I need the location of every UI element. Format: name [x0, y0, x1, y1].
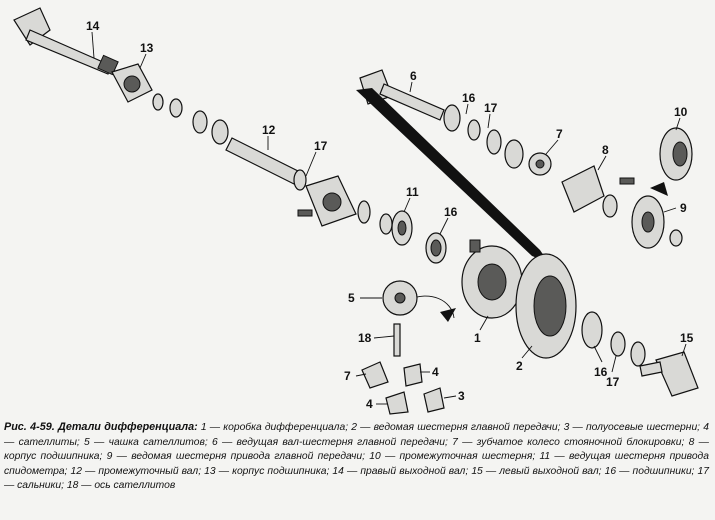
- callout-6: 6: [410, 69, 417, 83]
- callout-17: 17: [606, 375, 620, 389]
- intermediate-shaft-drawing: [225, 137, 307, 191]
- callout-5: 5: [348, 291, 355, 305]
- ring-gear-drawing: [515, 253, 577, 359]
- callout-16: 16: [444, 205, 458, 219]
- drive-pinion-shaft-drawing: [359, 69, 524, 169]
- caption-item-14: 14 — правый выходной вал;: [332, 465, 469, 477]
- left-rings-drawing: [152, 93, 229, 145]
- driven-gear-drawing: [631, 195, 683, 249]
- caption-item-15: 15 — левый выходной вал;: [471, 465, 602, 477]
- speedometer-gear-drawing: [391, 210, 447, 264]
- caption-item-4: 4 — сателлиты;: [4, 422, 709, 448]
- caption-title: Рис. 4-59. Детали дифференциала:: [4, 421, 198, 433]
- parking-gear-drawing: [528, 152, 552, 176]
- callout-15: 15: [680, 331, 694, 345]
- caption-item-16: 16 — подшипники;: [604, 465, 695, 477]
- figure-caption: Рис. 4-59. Детали дифференциала: 1 — кор…: [4, 420, 709, 516]
- center-housing-drawing: [297, 175, 393, 235]
- caption-item-12: 12 — промежуточный вал;: [70, 465, 202, 477]
- callout-13: 13: [140, 41, 154, 55]
- callout-14: 14: [86, 19, 100, 33]
- leader-lines: [91, 31, 687, 405]
- differential-parts-illustration: 14 13 12 17 11 16 6 16 17 7 8 10 9 5 18 …: [13, 7, 699, 415]
- caption-item-8: 8 — корпус подшипника;: [4, 436, 709, 463]
- spider-gears-drawing: [361, 280, 456, 415]
- callout-3: 3: [458, 389, 465, 403]
- caption-item-2: 2 — ведомая шестерня главной передачи;: [351, 422, 561, 433]
- caption-item-17: 17 — сальники;: [4, 465, 709, 492]
- callout-4: 4: [432, 365, 439, 379]
- callout-11: 11: [406, 185, 419, 199]
- caption-item-11: 11 — ведущая шестерня привода спидометра…: [4, 451, 709, 477]
- caption-item-13: 13 — корпус подшипника;: [204, 465, 330, 477]
- caption-item-5: 5 — чашка сателлитов;: [84, 436, 208, 448]
- callout-18: 18: [358, 331, 372, 345]
- caption-item-9: 9 — ведомая шестерня привода главной пер…: [106, 451, 365, 463]
- callout-1: 1: [474, 331, 481, 345]
- left-output-parts-drawing: [581, 311, 699, 397]
- bearing-housing-8-drawing: [561, 165, 635, 218]
- caption-item-18: 18 — ось сателлитов: [66, 480, 176, 492]
- callout-17: 17: [484, 101, 498, 115]
- callout-9: 9: [680, 201, 687, 215]
- intermediate-gear-drawing: [650, 127, 693, 196]
- callout-16: 16: [594, 365, 608, 379]
- callout-12: 12: [262, 123, 276, 137]
- callout-7: 7: [344, 369, 351, 383]
- bearing-housing-13-drawing: [111, 63, 153, 103]
- callout-17: 17: [314, 139, 328, 153]
- direction-arrow: [356, 88, 548, 262]
- callout-16: 16: [462, 91, 476, 105]
- caption-item-6: 6 — ведущая вал-шестерня главной передач…: [211, 436, 448, 448]
- caption-item-7: 7 — зубчатое колесо стояночной блокировк…: [452, 436, 685, 448]
- callout-4: 4: [366, 397, 373, 411]
- caption-item-1: 1 — коробка дифференциала;: [200, 422, 349, 433]
- callout-7: 7: [556, 127, 563, 141]
- caption-item-3: 3 — полуосевые шестерни;: [563, 422, 701, 433]
- callout-10: 10: [674, 105, 688, 119]
- callout-2: 2: [516, 359, 523, 373]
- differential-case-drawing: [461, 239, 523, 319]
- caption-item-10: 10 — промежуточная шестерня;: [369, 451, 536, 463]
- callout-8: 8: [602, 143, 609, 157]
- right-output-shaft-drawing: [13, 7, 119, 76]
